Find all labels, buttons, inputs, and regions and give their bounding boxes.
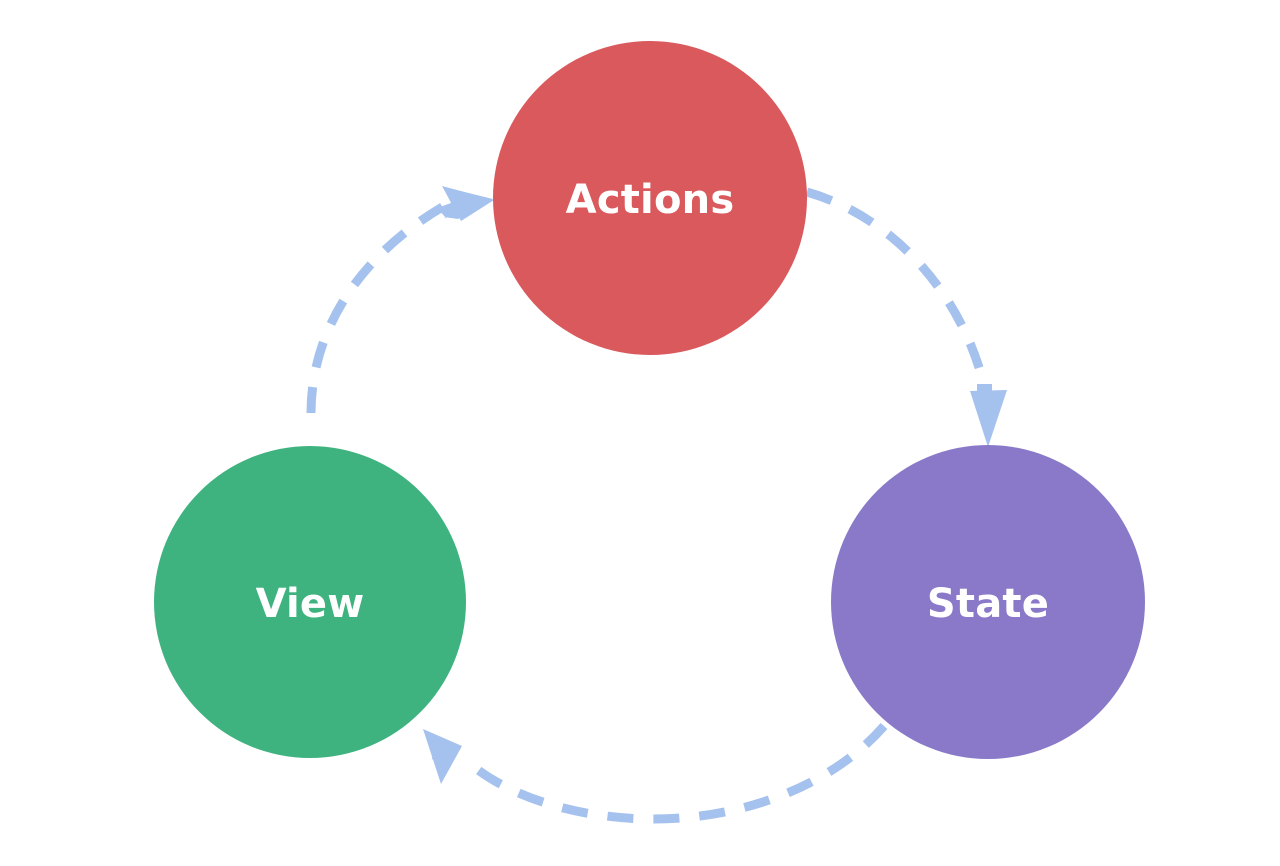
edge-view-to-actions-path [306, 202, 447, 414]
arrowhead-into-state [970, 390, 1007, 447]
node-state[interactable]: State [831, 445, 1145, 759]
edge-state-to-view-path [465, 723, 888, 824]
node-actions-circle[interactable] [493, 41, 807, 355]
edge-state-to-view [423, 723, 888, 824]
node-state-label: State [927, 581, 1049, 627]
arrowhead-into-view-notch [431, 748, 451, 767]
node-view-label: View [256, 581, 365, 627]
node-actions-label: Actions [566, 177, 735, 223]
node-view[interactable]: View [154, 446, 466, 758]
node-state-circle[interactable] [831, 445, 1145, 759]
arrowhead-into-state-notch [977, 384, 992, 394]
node-actions[interactable]: Actions [493, 41, 807, 355]
node-view-circle[interactable] [154, 446, 466, 758]
edge-actions-to-state [805, 187, 1007, 447]
edge-view-to-actions [306, 186, 494, 414]
edge-actions-to-state-path [805, 187, 988, 383]
arrowhead-into-actions-main [442, 186, 494, 221]
